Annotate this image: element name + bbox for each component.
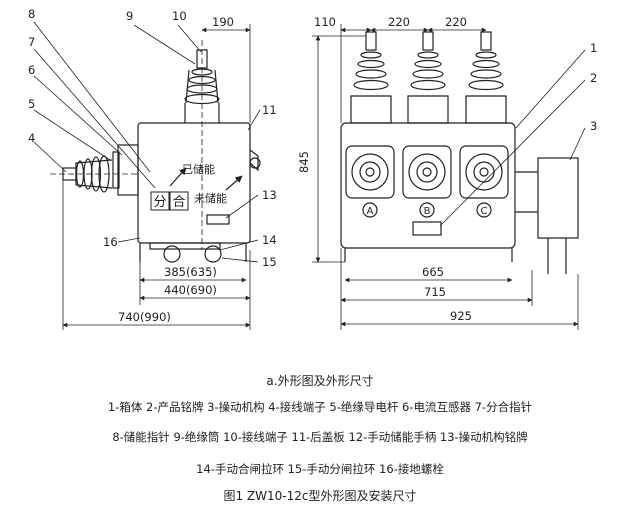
close-label: 合 bbox=[172, 195, 185, 210]
product-nameplate bbox=[412, 221, 442, 236]
left-callout-lines bbox=[33, 21, 261, 263]
callout-1: 1 bbox=[590, 41, 597, 55]
open-close-label-group: 分 合 bbox=[150, 191, 189, 211]
dim-110: 110 bbox=[314, 15, 336, 29]
phase-b-label: B bbox=[424, 206, 431, 217]
dim-440: 440(690) bbox=[164, 283, 217, 297]
legend-line-3: 14-手动合闸拉环 15-手动分闸拉环 16-接地螺栓 bbox=[196, 462, 444, 476]
dim-715: 715 bbox=[424, 285, 446, 299]
figure-title: 图1 ZW10-12c型外形图及安装尺寸 bbox=[223, 489, 417, 503]
mechanism-nameplate bbox=[206, 214, 230, 225]
callout-10: 10 bbox=[172, 9, 187, 23]
open-label: 分 bbox=[153, 195, 166, 210]
dim-925: 925 bbox=[450, 309, 472, 323]
callout-15: 15 bbox=[262, 255, 277, 269]
callout-6: 6 bbox=[28, 63, 35, 77]
right-callout-lines bbox=[439, 49, 586, 227]
circuit-breaker-outline-drawing: 分 合 已储能 未储能 8 7 6 5 4 9 10 11 13 14 15 1… bbox=[28, 7, 597, 330]
right-dimension-lines bbox=[312, 24, 579, 330]
dim-740: 740(990) bbox=[118, 310, 171, 324]
dim-845: 845 bbox=[297, 151, 311, 173]
legend-line-1: 1-箱体 2-产品铭牌 3-操动机构 4-接线端子 5-绝缘导电杆 6-电流互感… bbox=[107, 400, 533, 414]
legend-line-2: 8-储能指针 9-绝缘筒 10-接线端子 11-后盖板 12-手动储能手柄 13… bbox=[112, 430, 528, 444]
left-dimension-lines bbox=[62, 24, 251, 330]
front-bushings bbox=[350, 31, 507, 124]
dim-385: 385(635) bbox=[164, 265, 217, 279]
callout-3: 3 bbox=[590, 119, 597, 133]
callout-16: 16 bbox=[103, 235, 118, 249]
open-close-pointer bbox=[169, 167, 187, 187]
dim-190: 190 bbox=[212, 15, 234, 29]
dim-665: 665 bbox=[422, 265, 444, 279]
callout-8: 8 bbox=[28, 7, 35, 21]
phase-c-label: C bbox=[481, 206, 488, 217]
ct-a bbox=[345, 145, 395, 199]
callout-11: 11 bbox=[262, 103, 277, 117]
callout-2: 2 bbox=[590, 71, 597, 85]
uncharged-label: 未储能 bbox=[194, 191, 227, 205]
callout-14: 14 bbox=[262, 233, 277, 247]
phase-a-label: A bbox=[367, 206, 374, 217]
dim-220-a: 220 bbox=[388, 15, 410, 29]
front-view bbox=[340, 31, 579, 274]
dim-220-b: 220 bbox=[445, 15, 467, 29]
callout-13: 13 bbox=[262, 188, 277, 202]
front-view-box bbox=[340, 122, 516, 249]
callout-5: 5 bbox=[28, 97, 35, 111]
ct-b bbox=[402, 145, 452, 199]
callout-4: 4 bbox=[28, 131, 35, 145]
side-bushing bbox=[50, 144, 140, 196]
callout-9: 9 bbox=[126, 9, 133, 23]
manual-close-ring bbox=[163, 245, 181, 263]
ct-c bbox=[459, 145, 509, 199]
operating-mechanism bbox=[537, 157, 579, 239]
callout-7: 7 bbox=[28, 35, 35, 49]
side-view bbox=[50, 40, 261, 263]
top-bushing bbox=[184, 40, 220, 250]
charged-label: 已储能 bbox=[182, 162, 215, 176]
drawing-subtitle: a.外形图及外形尺寸 bbox=[266, 374, 374, 388]
manual-open-ring bbox=[204, 245, 222, 263]
charge-pointer bbox=[225, 175, 243, 191]
